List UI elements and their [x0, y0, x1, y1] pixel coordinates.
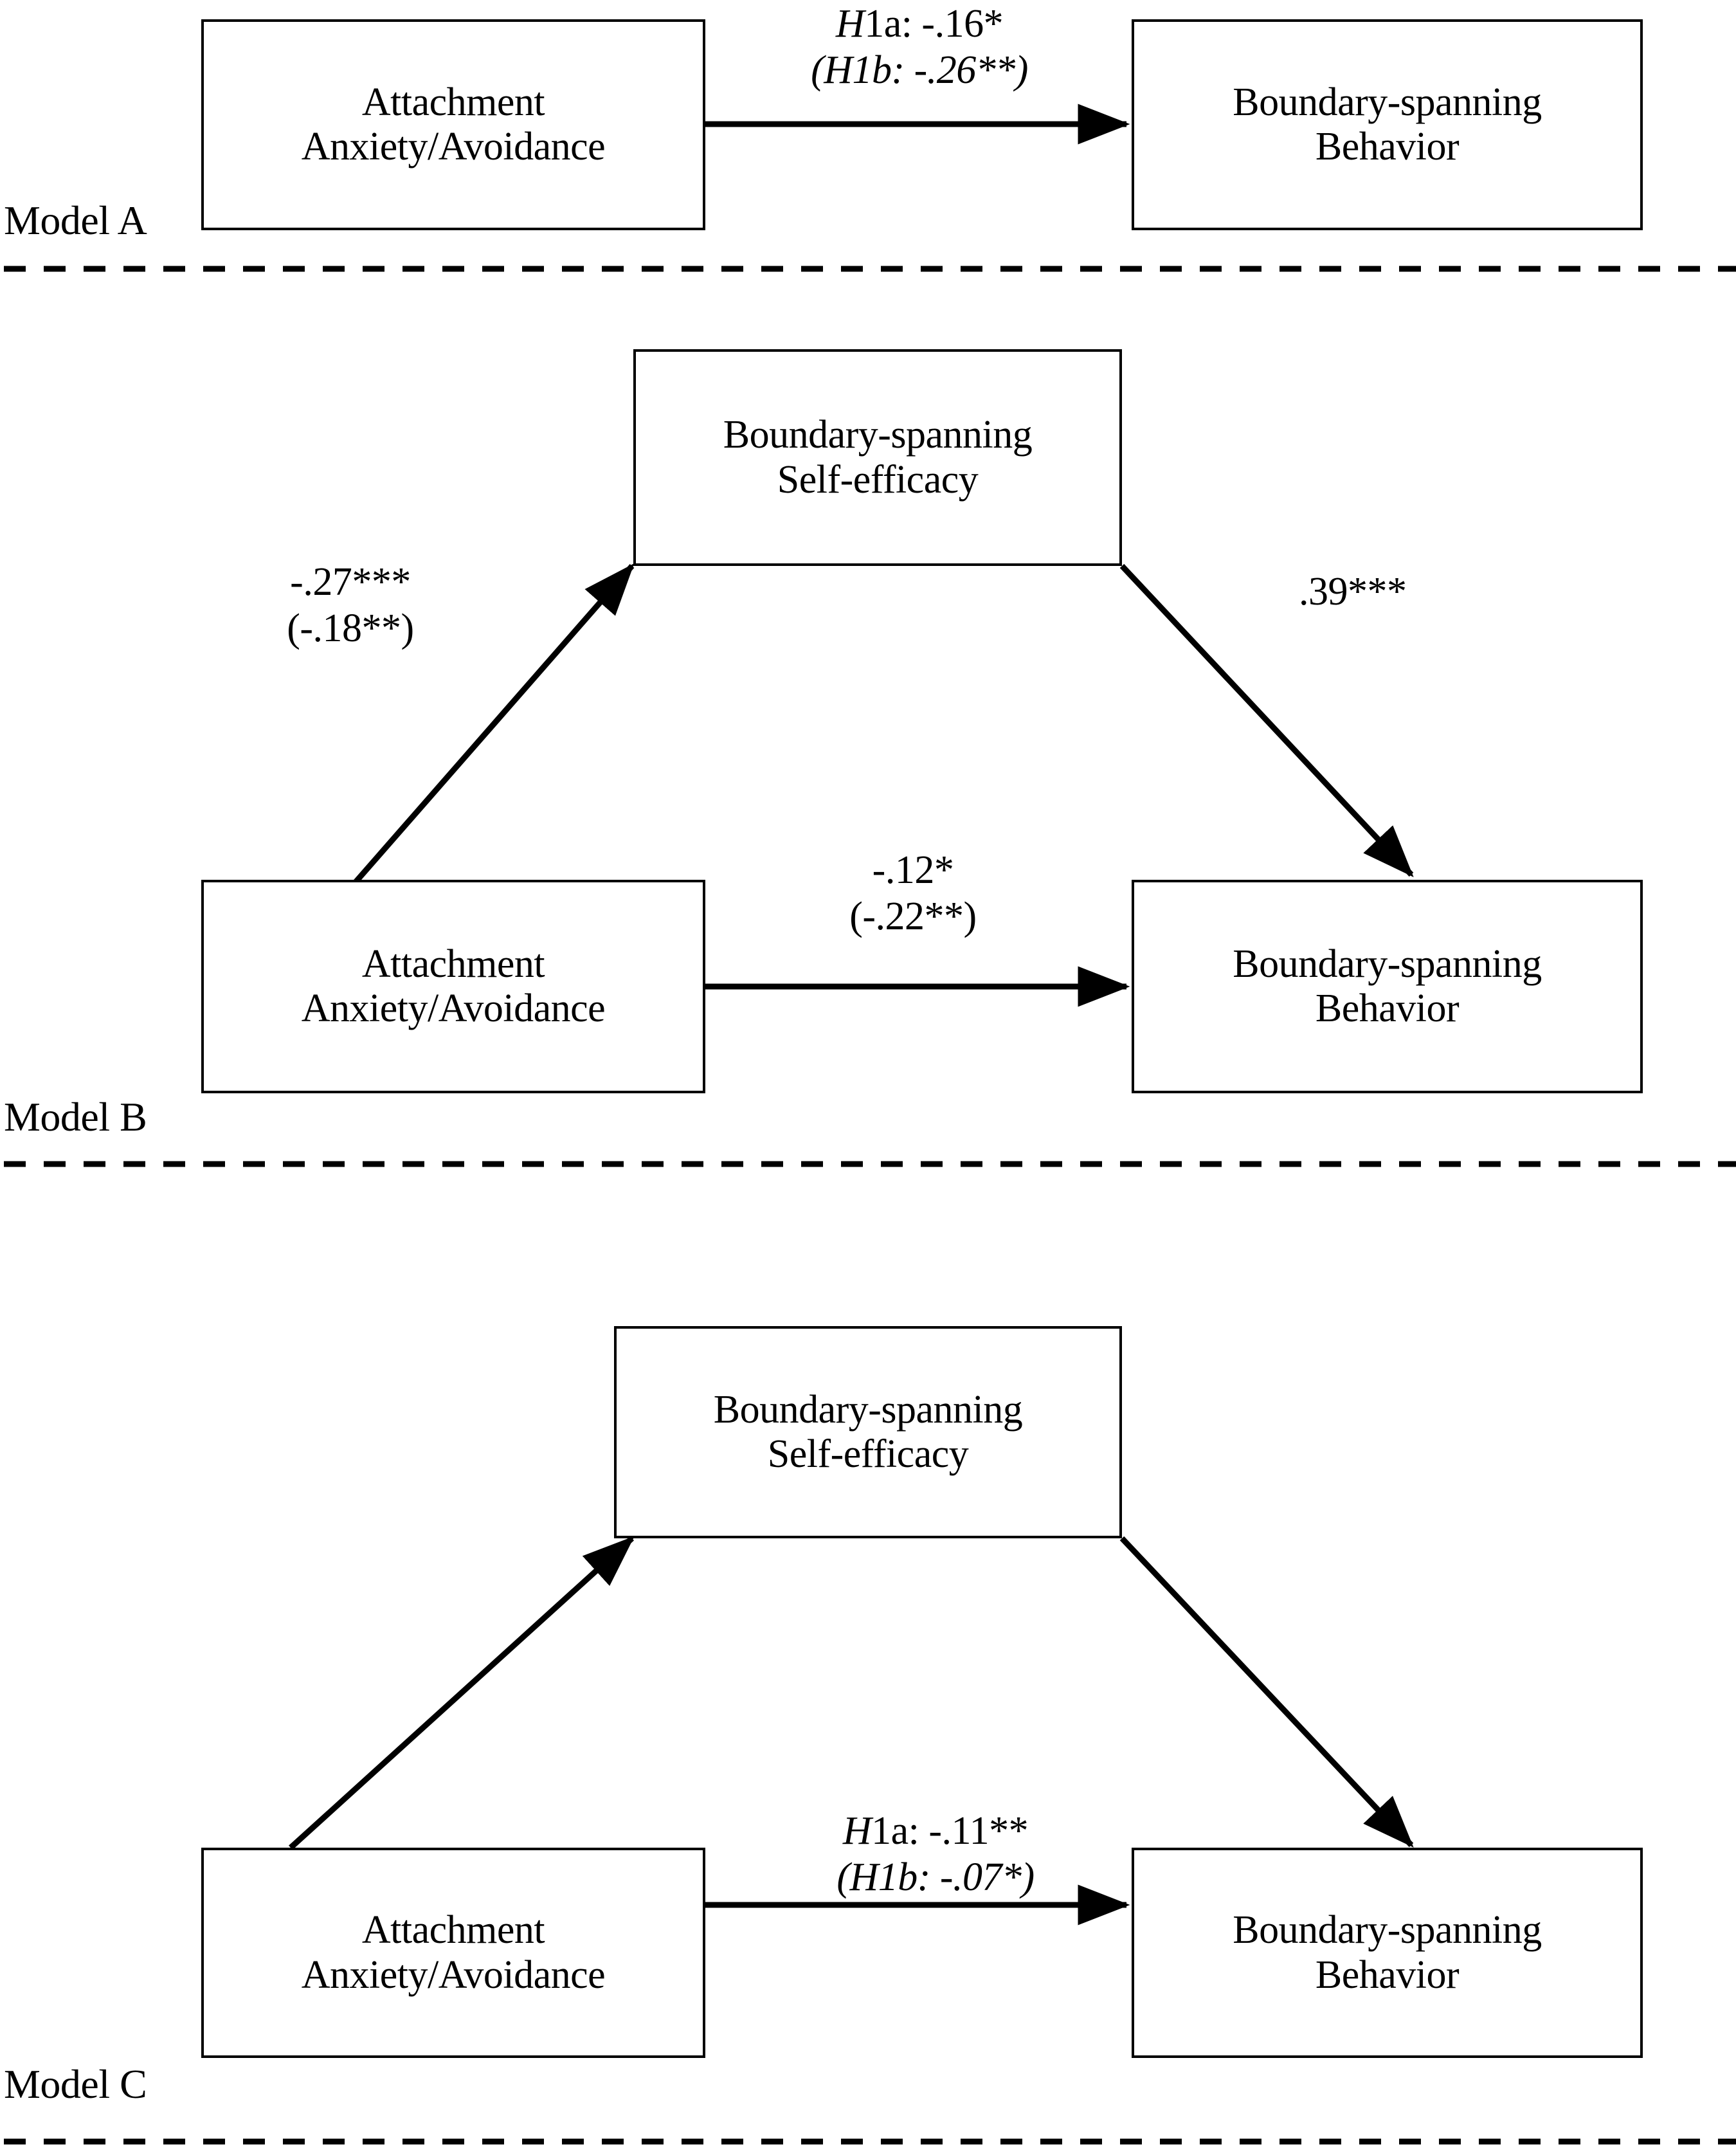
- model-c-mediator-line2: Self-efficacy: [767, 1432, 969, 1476]
- model-b-predictor-line2: Anxiety/Avoidance: [301, 987, 606, 1030]
- model-a-predictor-line1: Attachment: [361, 80, 545, 124]
- model-a-direct-path-label-line1: H1a: -.16*: [739, 1, 1099, 48]
- model-b-label: Model B: [4, 1094, 147, 1140]
- model-c-direct-path-label-line1: H1a: -.11**: [755, 1808, 1116, 1855]
- h1a-italic-prefix: H: [835, 2, 865, 46]
- model-c-predictor-box: Attachment Anxiety/Avoidance: [201, 1848, 705, 2058]
- model-a-direct-path-label-line2: (H1b: -.26**): [739, 48, 1099, 94]
- model-c-outcome-line2: Behavior: [1315, 1952, 1460, 1997]
- model-b-mediator-line2: Self-efficacy: [777, 457, 979, 502]
- model-c-direct-path-label: H1a: -.11** (H1b: -.07*): [755, 1808, 1116, 1901]
- model-a-outcome-box: Boundary-spanning Behavior: [1132, 19, 1643, 230]
- model-b-mediator-line1: Boundary-spanning: [723, 413, 1033, 457]
- model-b-predictor-line1: Attachment: [361, 942, 545, 986]
- model-a-predictor-box: Attachment Anxiety/Avoidance: [201, 19, 705, 230]
- model-b-direct-path-label-line1: -.12*: [872, 848, 954, 892]
- c-h1b-italic-prefix: (H: [836, 1855, 878, 1899]
- arrow-model-c-b-path: [1119, 1536, 1414, 1848]
- h1b-value: 1b: -.26**): [852, 48, 1028, 92]
- model-c-outcome-line1: Boundary-spanning: [1233, 1908, 1542, 1952]
- model-c-predictor-line2: Anxiety/Avoidance: [301, 1952, 606, 1997]
- model-a-predictor-line2: Anxiety/Avoidance: [301, 125, 606, 168]
- arrow-model-b-b-path: [1119, 563, 1414, 877]
- model-b-mediator-box: Boundary-spanning Self-efficacy: [633, 349, 1122, 566]
- model-b-a-path-label-line2: (-.18**): [287, 606, 414, 650]
- c-h1a-value: 1a: -.11**: [871, 1809, 1029, 1853]
- model-a-direct-path-label: H1a: -.16* (H1b: -.26**): [739, 1, 1099, 94]
- model-b-a-path-label-line1: -.27***: [290, 560, 411, 604]
- model-c-label: Model C: [4, 2061, 147, 2107]
- c-h1b-value: 1b: -.07*): [878, 1855, 1035, 1899]
- model-b-predictor-box: Attachment Anxiety/Avoidance: [201, 880, 705, 1093]
- model-c-predictor-line1: Attachment: [361, 1908, 545, 1952]
- model-b-outcome-box: Boundary-spanning Behavior: [1132, 880, 1643, 1093]
- model-c-mediator-line1: Boundary-spanning: [713, 1387, 1023, 1432]
- model-b-b-path-label-line1: .39***: [1299, 570, 1407, 614]
- model-b-direct-path-label: -.12* (-.22**): [746, 848, 1080, 940]
- model-c-outcome-box: Boundary-spanning Behavior: [1132, 1848, 1643, 2058]
- model-a-label: Model A: [4, 197, 147, 243]
- model-b-outcome-line1: Boundary-spanning: [1233, 942, 1542, 986]
- c-h1a-italic-prefix: H: [842, 1809, 872, 1853]
- model-c-direct-path-label-line2: (H1b: -.07*): [755, 1855, 1116, 1901]
- h1b-italic-prefix: (H: [811, 48, 853, 92]
- h1a-value: 1a: -.16*: [864, 2, 1004, 46]
- arrow-model-c-a-path: [288, 1536, 635, 1850]
- model-b-b-path-label: .39***: [1299, 569, 1492, 615]
- model-b-a-path-label: -.27*** (-.18**): [254, 560, 447, 652]
- model-b-direct-path-label-line2: (-.22**): [849, 894, 977, 938]
- model-b-outcome-line2: Behavior: [1315, 987, 1460, 1030]
- model-a-outcome-line1: Boundary-spanning: [1233, 80, 1542, 124]
- model-a-outcome-line2: Behavior: [1315, 125, 1460, 168]
- model-c-mediator-box: Boundary-spanning Self-efficacy: [614, 1326, 1122, 1538]
